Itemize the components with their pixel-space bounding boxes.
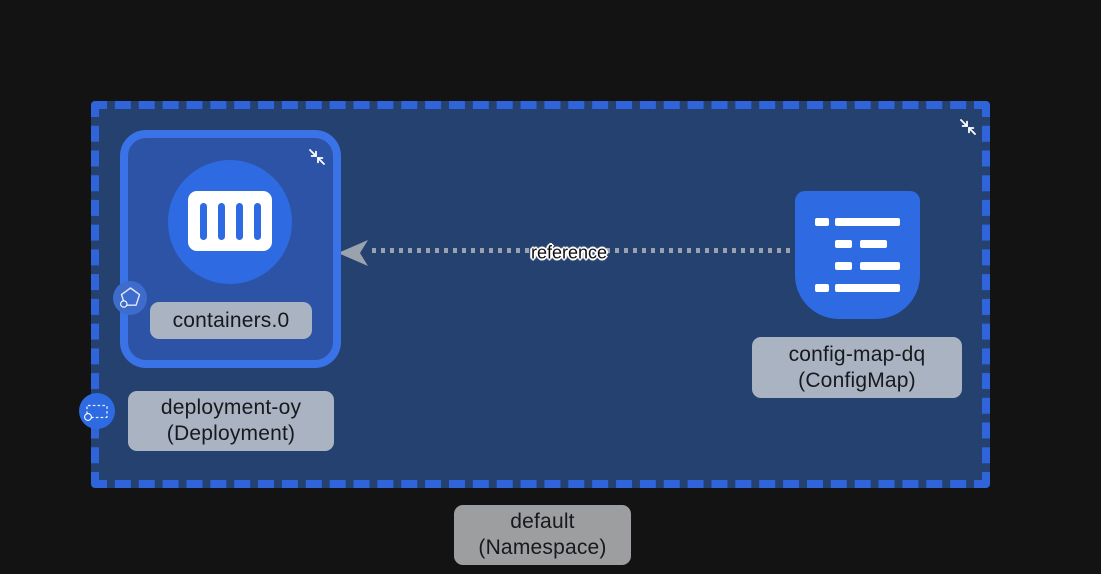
containers-label: containers.0 [150, 302, 312, 339]
configmap-kind-text: (ConfigMap) [798, 368, 916, 392]
container-icon-bar [253, 202, 261, 240]
configmap-icon-dash [815, 284, 829, 292]
containers-label-text: containers.0 [172, 308, 290, 332]
container-icon-bar [235, 202, 243, 240]
namespace-name-text: default [510, 510, 575, 533]
configmap-icon-line [860, 262, 900, 270]
reference-edge-line [372, 248, 796, 253]
deployment-kind-text: (Deployment) [166, 422, 296, 445]
edge-label: reference [530, 242, 608, 263]
configmap-icon-line [860, 240, 887, 248]
pod-badge[interactable] [113, 281, 147, 315]
configmap-icon-line [835, 284, 900, 292]
namespace-collapse-icon[interactable] [957, 116, 979, 138]
configmap-label: config-map-dq (ConfigMap) [752, 337, 962, 398]
namespace-label: default (Namespace) [454, 505, 631, 565]
configmap-node[interactable] [795, 191, 920, 319]
configmap-name-text: config-map-dq [788, 342, 926, 366]
deployment-dashed-rect-icon [84, 404, 108, 421]
deployment-badge[interactable] [79, 393, 115, 429]
container-icon [188, 191, 272, 251]
deployment-collapse-icon[interactable] [306, 146, 328, 168]
reference-edge-arrowhead-icon [338, 240, 368, 266]
configmap-icon-dash [835, 262, 852, 270]
configmap-icon-dash [815, 218, 829, 226]
configmap-icon-line [835, 218, 900, 226]
deployment-label: deployment-oy (Deployment) [128, 391, 334, 451]
namespace-kind-text: (Namespace) [478, 536, 607, 559]
container-icon-bar [199, 202, 207, 240]
deployment-name-text: deployment-oy [160, 396, 302, 419]
pod-pentagon-icon [120, 287, 141, 308]
container-icon-bar [217, 202, 225, 240]
configmap-icon-dash [835, 240, 852, 248]
